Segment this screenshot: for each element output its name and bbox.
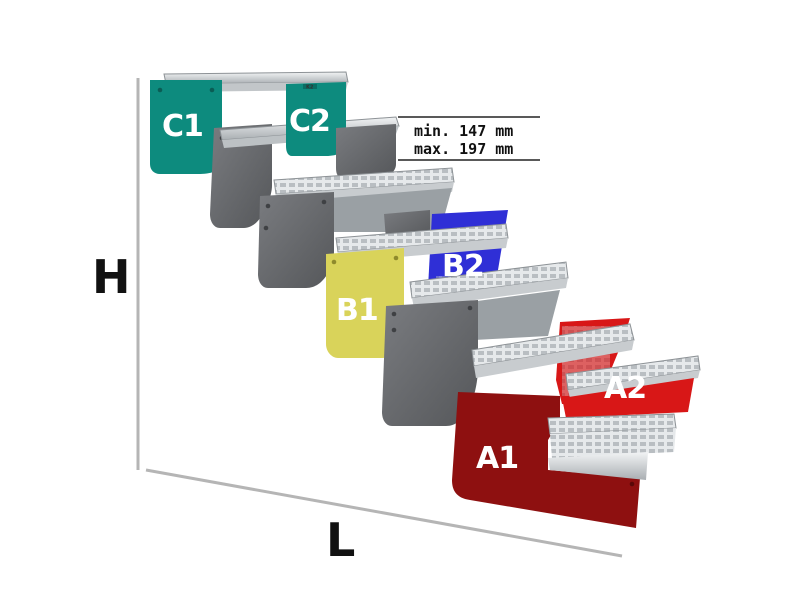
tread-8 [547, 413, 677, 480]
grey-plate-3 [258, 192, 334, 288]
segment-b2-label: B2 [442, 249, 484, 284]
grey-plate-2 [336, 124, 396, 178]
segment-a2-label: A2 [604, 371, 646, 406]
tread-6 [471, 323, 635, 378]
segment-a1-plate [452, 392, 640, 528]
length-axis [145, 468, 623, 558]
c2-part-mark: K2 [306, 85, 314, 91]
segment-b1-plate [326, 248, 404, 358]
height-dimension-label: H [92, 250, 131, 304]
segment-c1-plate [150, 80, 222, 174]
segment-b1-label: B1 [336, 293, 378, 328]
riser-max-text: max. 197 mm [414, 140, 513, 158]
segment-c2-plate: K2 [286, 82, 346, 156]
length-dimension-label: L [326, 513, 355, 567]
tread-7 [562, 355, 701, 418]
riser-min-text: min. 147 mm [414, 122, 513, 140]
segment-c2-label: C2 [289, 104, 330, 139]
grey-plate-5 [382, 300, 478, 426]
segment-c1-label: C1 [162, 109, 203, 144]
tread-5 [409, 261, 569, 340]
segment-a1-label: A1 [476, 441, 518, 476]
